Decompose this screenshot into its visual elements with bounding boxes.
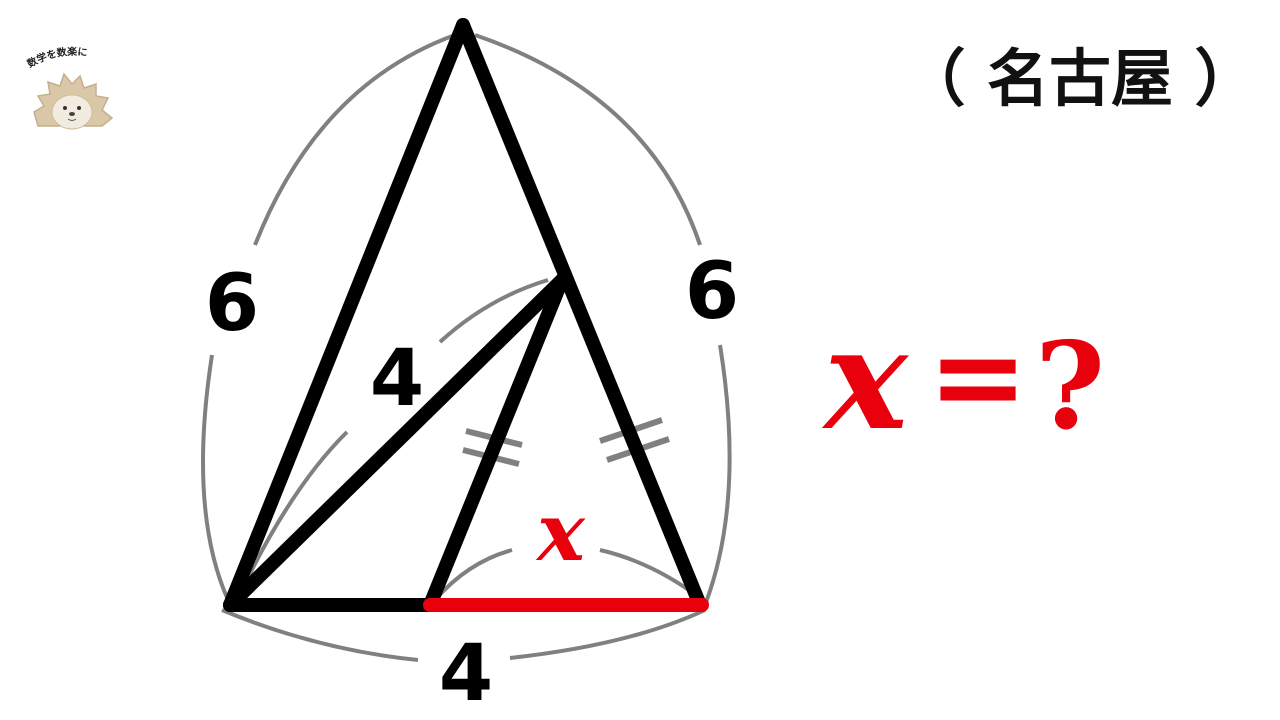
triangle-edges	[223, 18, 707, 612]
region-label: （ 名古屋 ）	[903, 42, 1256, 115]
left-side-arc-lower	[201, 354, 230, 601]
right-side-arc-lower	[703, 344, 732, 606]
edge-right	[456, 18, 707, 612]
right-side-label: 6	[685, 247, 739, 337]
bottom-side-arc-left	[221, 608, 419, 662]
left-side-arc-upper	[253, 33, 456, 246]
left-side-label: 6	[205, 259, 259, 349]
inner-segment-arc-upper	[438, 278, 549, 344]
edge-inner-segment	[223, 273, 569, 612]
question-equals: =	[928, 308, 1029, 447]
bottom-side-arc-right	[509, 608, 706, 660]
right-side-arc-upper	[474, 33, 702, 246]
channel-logo: 数学を数楽に	[25, 45, 114, 130]
question-mark: ?	[1035, 316, 1105, 457]
hedgehog-icon	[33, 72, 114, 130]
question-variable: x	[821, 298, 909, 462]
edge-left	[223, 18, 470, 612]
logo-text: 数学を数楽に	[25, 45, 88, 70]
question: x = ?	[821, 298, 1105, 462]
inner-segment-label: 4	[370, 334, 424, 424]
bottom-side-label: 4	[439, 629, 493, 719]
edge-cevian	[423, 273, 569, 612]
dimension-arcs	[201, 33, 732, 662]
unknown-label: x	[535, 485, 586, 579]
